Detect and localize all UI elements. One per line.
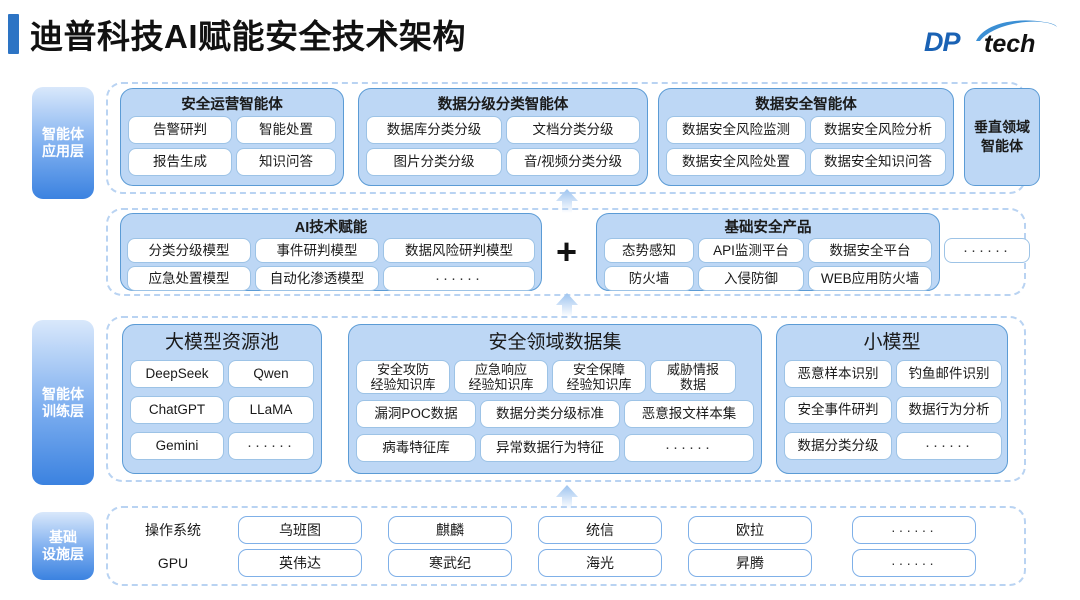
pill-os-openeuler[interactable]: 欧拉 (688, 516, 812, 544)
dptech-logo: DP tech (922, 18, 1062, 62)
chip-data-classification-grading[interactable]: 数据分类分级 (784, 432, 892, 460)
infra-row-label-gpu: GPU (157, 555, 189, 571)
pill-gpu-nvidia[interactable]: 英伟达 (238, 549, 362, 577)
chip-vulnerability-poc-data[interactable]: 漏洞POC数据 (356, 400, 476, 428)
panel-title-security-datasets: 安全领域数据集 (488, 332, 622, 353)
chip-malicious-packet-samples[interactable]: 恶意报文样本集 (624, 400, 754, 428)
pill-gpu-cambricon[interactable]: 寒武纪 (388, 549, 512, 577)
flow-arrow-training-to-tech (554, 292, 580, 318)
chip-event-analysis-model[interactable]: 事件研判模型 (255, 238, 379, 263)
chip-database-classification[interactable]: 数据库分类分级 (366, 116, 502, 144)
infra-layer-container (106, 506, 1026, 586)
pill-gpu-ascend[interactable]: 昇腾 (688, 549, 812, 577)
chip-label: 威胁情报数据 (666, 362, 719, 392)
page-title: 迪普科技AI赋能安全技术架构 (30, 18, 466, 55)
vertical-domain-agent-box: 垂直领域智能体 (964, 88, 1040, 186)
chip-phishing-email-detection[interactable]: 钓鱼邮件识别 (896, 360, 1002, 388)
panel-title-basic-security-products: 基础安全产品 (724, 220, 812, 236)
chip-malicious-sample-detection[interactable]: 恶意样本识别 (784, 360, 892, 388)
chip-classification-model[interactable]: 分类分级模型 (127, 238, 251, 263)
training-layer-container (106, 316, 1026, 482)
chip-data-risk-handling[interactable]: 数据安全风险处置 (666, 148, 806, 176)
chip-virus-signature-db[interactable]: 病毒特征库 (356, 434, 476, 462)
chip-label: 安全保障经验知识库 (566, 362, 632, 392)
chip-data-security-platform[interactable]: 数据安全平台 (808, 238, 932, 263)
chip-alert-analysis[interactable]: 告警研判 (128, 116, 232, 144)
panel-title-data-classification-agent: 数据分级分类智能体 (437, 97, 569, 113)
layer-tab-training[interactable]: 智能体训练层 (32, 320, 94, 485)
pill-gpu-hygon[interactable]: 海光 (538, 549, 662, 577)
chip-security-event-analysis[interactable]: 安全事件研判 (784, 396, 892, 424)
chip-llm-more[interactable]: ······ (228, 432, 314, 460)
chip-ai-tech-more[interactable]: ······ (383, 266, 535, 291)
flow-arrow-tech-to-application (554, 188, 580, 214)
flow-arrow-infra-to-training (554, 484, 580, 510)
chip-chatgpt[interactable]: ChatGPT (130, 396, 224, 424)
chip-data-behavior-analysis[interactable]: 数据行为分析 (896, 396, 1002, 424)
chip-emergency-response-kb[interactable]: 应急响应经验知识库 (454, 360, 548, 394)
chip-qwen[interactable]: Qwen (228, 360, 314, 388)
chip-situational-awareness[interactable]: 态势感知 (604, 238, 694, 263)
logo-tech-text: tech (984, 30, 1036, 58)
layer-tab-application[interactable]: 智能体应用层 (32, 87, 94, 199)
chip-data-security-qa[interactable]: 数据安全知识问答 (810, 148, 946, 176)
chip-firewall[interactable]: 防火墙 (604, 266, 694, 291)
pill-os-kylin[interactable]: 麒麟 (388, 516, 512, 544)
logo-swoosh-icon (974, 18, 1058, 42)
chip-label: 应急响应经验知识库 (468, 362, 534, 392)
chip-label: 安全攻防经验知识库 (370, 362, 436, 392)
layer-tab-training-label: 智能体训练层 (42, 385, 84, 419)
panel-title-small-models: 小模型 (863, 332, 921, 353)
chip-small-models-more[interactable]: ······ (896, 432, 1002, 460)
pill-gpu-more[interactable]: ······ (852, 549, 976, 577)
pill-os-more[interactable]: ······ (852, 516, 976, 544)
panel-title-security-operations-agent: 安全运营智能体 (181, 97, 283, 113)
plus-operator: + (556, 231, 578, 272)
chip-data-risk-model[interactable]: 数据风险研判模型 (383, 238, 535, 263)
logo-dp-text: DP (924, 27, 961, 57)
page-header: 迪普科技AI赋能安全技术架构 DP tech (0, 0, 1080, 74)
chip-llama[interactable]: LLaMA (228, 396, 314, 424)
chip-deepseek[interactable]: DeepSeek (130, 360, 224, 388)
chip-api-monitoring-platform[interactable]: API监测平台 (698, 238, 804, 263)
chip-emergency-response-model[interactable]: 应急处置模型 (127, 266, 251, 291)
chip-attack-defense-kb[interactable]: 安全攻防经验知识库 (356, 360, 450, 394)
chip-gemini[interactable]: Gemini (130, 432, 224, 460)
vertical-domain-agent-label: 垂直领域智能体 (974, 119, 1030, 154)
chip-data-classification-standard[interactable]: 数据分类分级标准 (480, 400, 620, 428)
chip-web-application-firewall[interactable]: WEB应用防火墙 (808, 266, 932, 291)
chip-image-classification[interactable]: 图片分类分级 (366, 148, 502, 176)
pill-os-ubuntu[interactable]: 乌班图 (238, 516, 362, 544)
chip-data-risk-monitoring[interactable]: 数据安全风险监测 (666, 116, 806, 144)
chip-auto-pentest-model[interactable]: 自动化渗透模型 (255, 266, 379, 291)
chip-datasets-more[interactable]: ······ (624, 434, 754, 462)
title-accent-bar (8, 14, 19, 54)
chip-report-generation[interactable]: 报告生成 (128, 148, 232, 176)
layer-tab-infra-label: 基础设施层 (42, 529, 84, 562)
chip-document-classification[interactable]: 文档分类分级 (506, 116, 640, 144)
chip-abnormal-data-behavior[interactable]: 异常数据行为特征 (480, 434, 620, 462)
pill-os-uos[interactable]: 统信 (538, 516, 662, 544)
chip-av-classification[interactable]: 音/视频分类分级 (506, 148, 640, 176)
panel-title-data-security-agent: 数据安全智能体 (755, 97, 857, 113)
infra-row-label-os: 操作系统 (145, 522, 201, 538)
chip-basic-products-more[interactable]: ······ (944, 238, 1030, 263)
panel-title-ai-tech-enablement: AI技术赋能 (294, 220, 368, 236)
chip-security-assurance-kb[interactable]: 安全保障经验知识库 (552, 360, 646, 394)
chip-threat-intelligence-data[interactable]: 威胁情报数据 (650, 360, 736, 394)
layer-tab-infra[interactable]: 基础设施层 (32, 512, 94, 580)
layer-tab-application-label: 智能体应用层 (42, 126, 84, 159)
panel-title-llm-resource-pool: 大模型资源池 (164, 332, 279, 353)
chip-intrusion-prevention[interactable]: 入侵防御 (698, 266, 804, 291)
chip-knowledge-qa[interactable]: 知识问答 (236, 148, 336, 176)
chip-data-risk-analysis[interactable]: 数据安全风险分析 (810, 116, 946, 144)
chip-smart-handling[interactable]: 智能处置 (236, 116, 336, 144)
